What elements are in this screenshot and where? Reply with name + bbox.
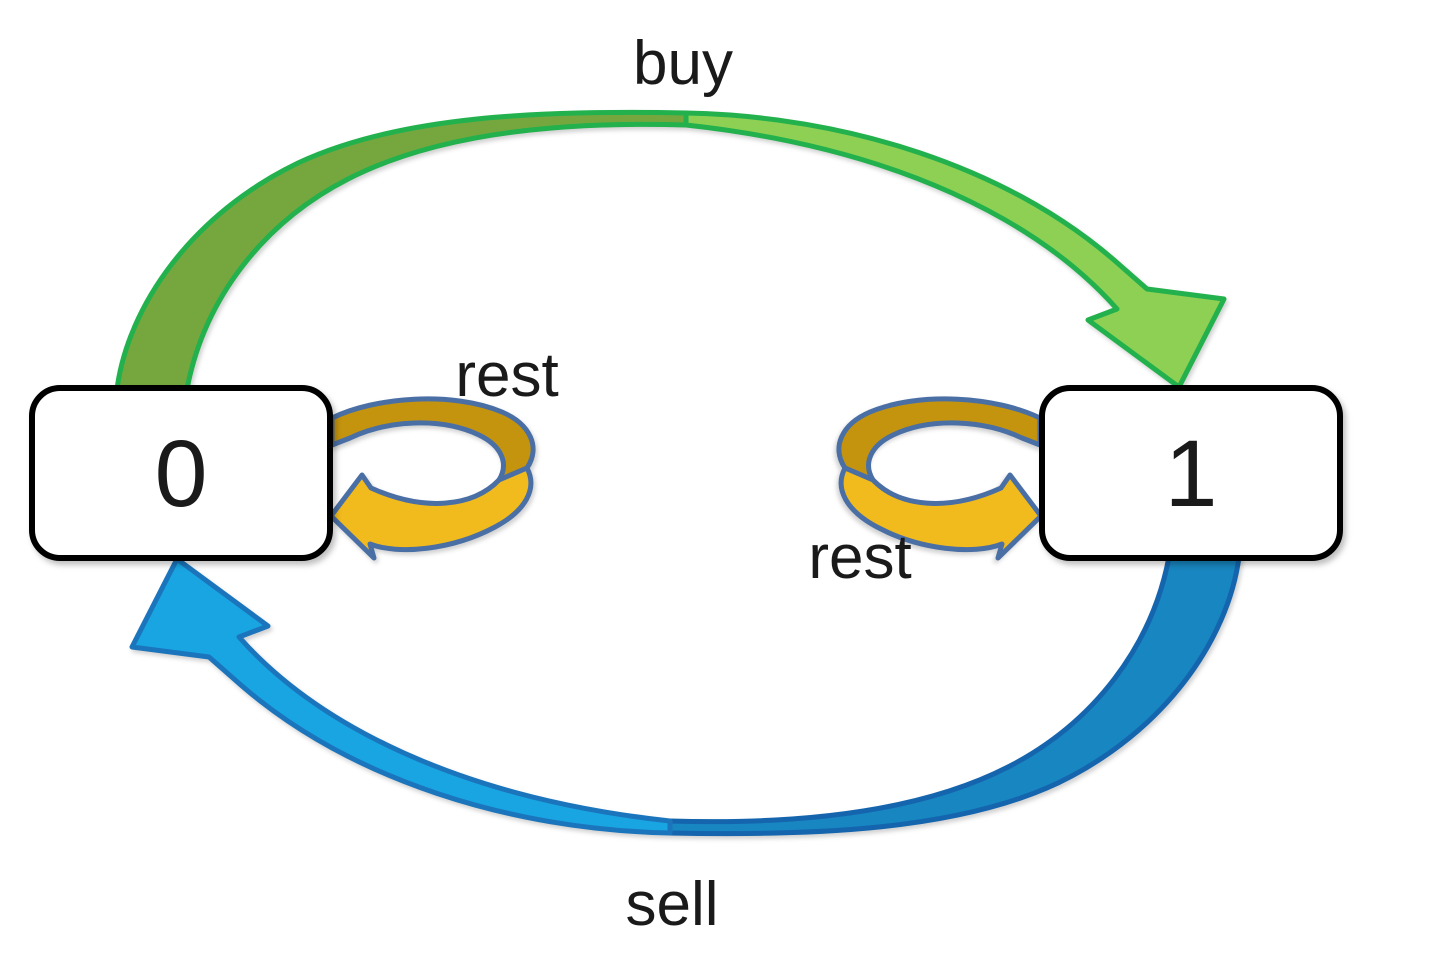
sell-arrowhead: [129, 556, 673, 836]
rest-self-loop-state-0: [328, 396, 536, 561]
state-label-1: 1: [1165, 421, 1218, 527]
rest-loop-front-arrow: [328, 465, 534, 561]
sell-transition-arrow: [129, 554, 1242, 837]
rest-loop-back-band: [329, 396, 536, 483]
state-box-1: [1039, 385, 1343, 561]
buy-edge-label: buy: [633, 29, 733, 98]
sell-arrow-band: [667, 554, 1242, 837]
buy-transition-arrow: [114, 109, 1227, 392]
state-label-0: 0: [155, 421, 208, 527]
state-node-0: 0: [29, 385, 333, 561]
state-box-0: [29, 385, 333, 561]
buy-arrowhead: [683, 110, 1227, 390]
rest-edge-label-state-0: rest: [455, 341, 558, 410]
state-node-1: 1: [1039, 385, 1343, 561]
buy-arrow-band: [114, 109, 689, 392]
rest-edge-label-state-1: rest: [808, 523, 911, 592]
sell-edge-label: sell: [625, 870, 718, 939]
